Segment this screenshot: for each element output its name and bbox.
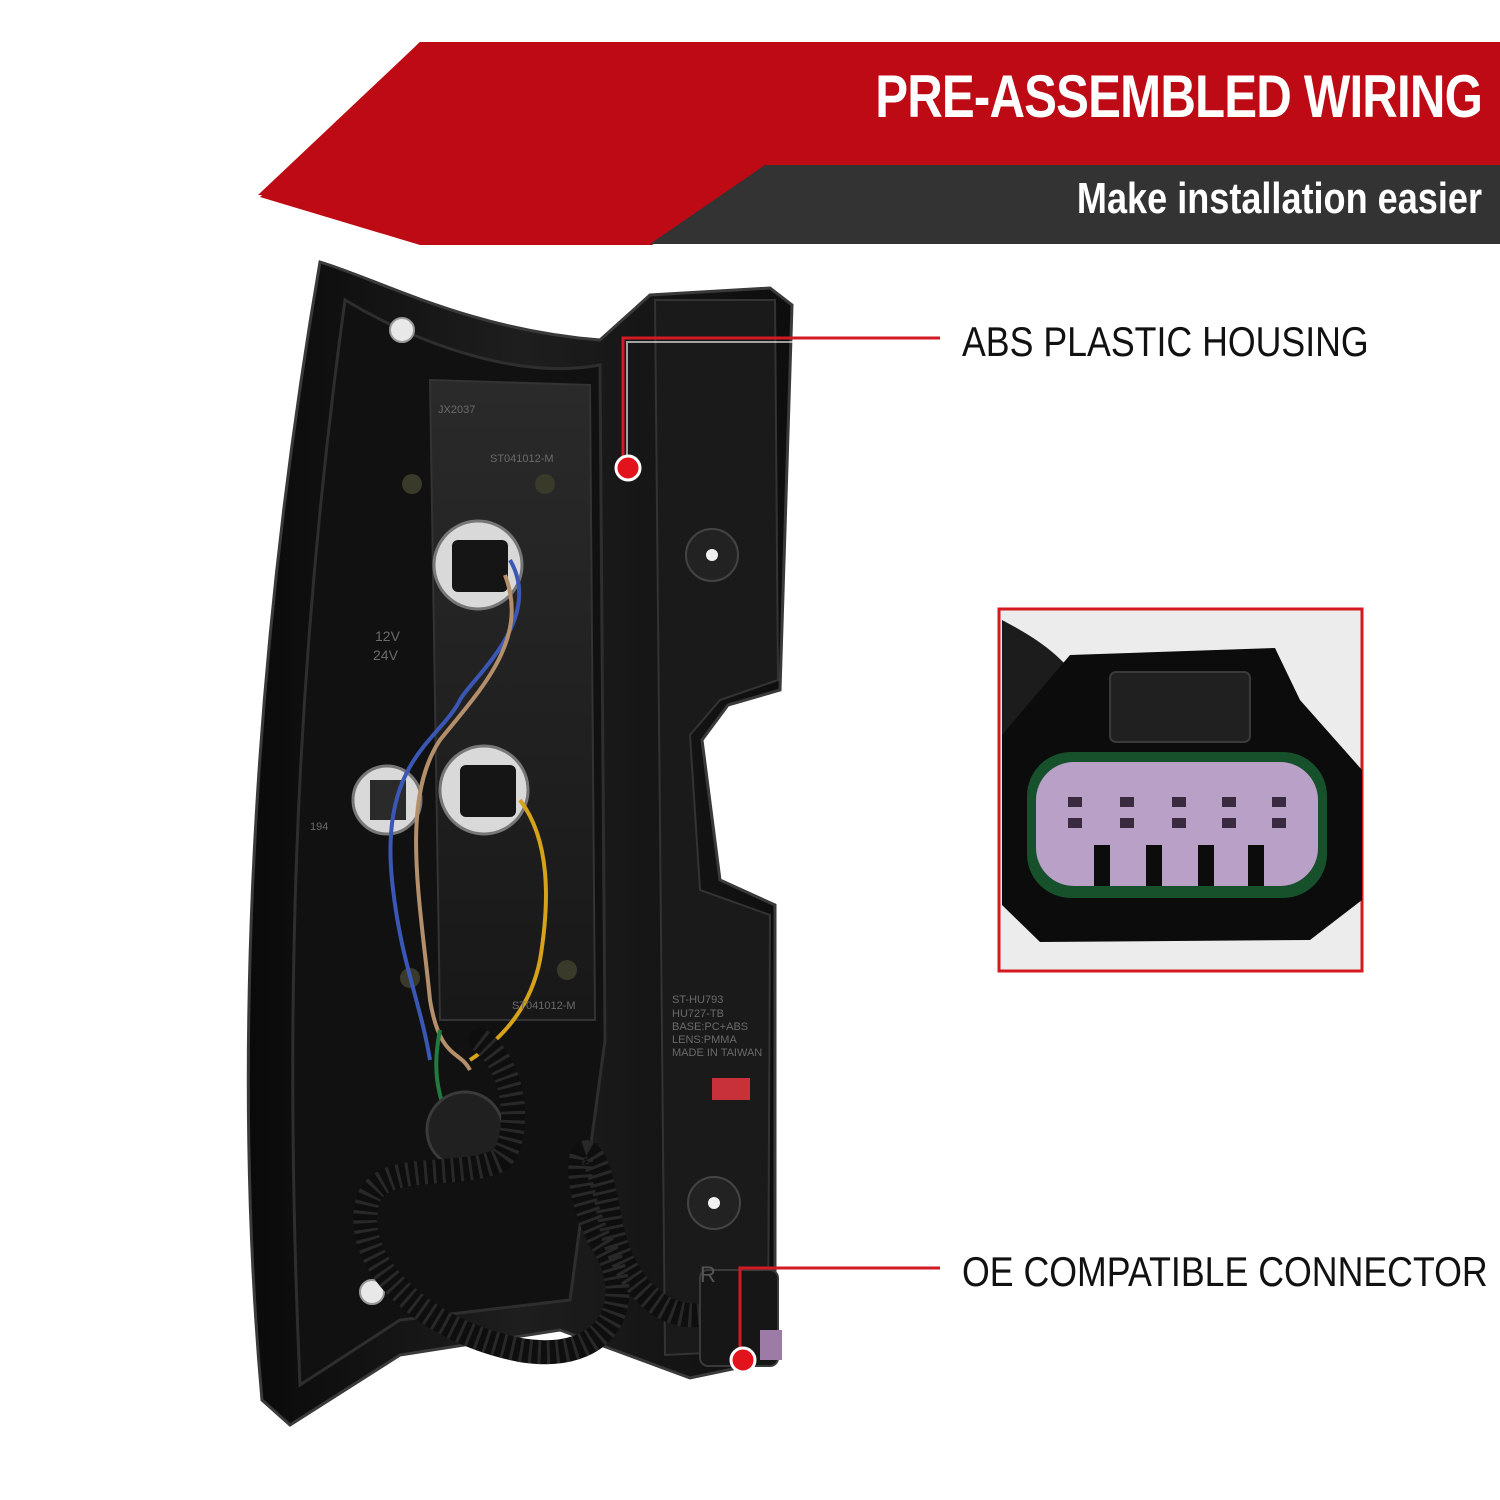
spec-line: BASE:PC+ABS xyxy=(672,1021,748,1033)
callout-line-housing xyxy=(621,336,940,462)
banner-subtitle: Make installation easier xyxy=(1076,174,1482,223)
wire-blue xyxy=(388,558,522,1061)
side-marking: R xyxy=(700,1262,716,1287)
wire-yellow xyxy=(468,798,548,1062)
bulb-194: 194 xyxy=(310,821,328,833)
mount-hole xyxy=(708,1197,720,1209)
spec-line: HU727-TB xyxy=(672,1008,724,1020)
callout-dot-connector xyxy=(729,1346,757,1374)
mounting-stud xyxy=(359,1279,385,1305)
voltage-24: 24V xyxy=(373,647,399,663)
inset-keys xyxy=(1094,845,1264,886)
bulb-connector xyxy=(460,765,516,817)
mount-hole xyxy=(706,549,718,561)
part-number-bottom: ST041012-M xyxy=(512,1000,576,1012)
spec-line: MADE IN TAIWAN xyxy=(672,1047,762,1059)
spec-line: LENS:PMMA xyxy=(672,1034,737,1046)
callout-line-housing-shadow xyxy=(626,341,940,462)
bulb-connector xyxy=(452,540,508,592)
wire-tan xyxy=(414,574,514,1071)
callout-dot-housing xyxy=(614,454,642,482)
screw xyxy=(535,474,555,494)
screw xyxy=(402,474,422,494)
mounting-stud xyxy=(389,317,415,343)
callout-housing-label: ABS PLASTIC HOUSING xyxy=(962,318,1369,365)
wire-harness xyxy=(353,1028,712,1365)
spec-line: ST-HU793 xyxy=(672,994,723,1006)
mold-code: JX2037 xyxy=(438,404,475,416)
voltage-12: 12V xyxy=(375,628,401,644)
inset-latch xyxy=(1109,671,1251,743)
banner-title: PRE-ASSEMBLED WIRING xyxy=(875,63,1483,130)
callout-connector-label: OE COMPATIBLE CONNECTOR xyxy=(962,1248,1488,1295)
harness-connector-latch xyxy=(760,1330,782,1360)
qc-sticker xyxy=(712,1078,750,1100)
callout-line-connector xyxy=(738,1266,940,1352)
inset-terminals xyxy=(1068,797,1286,828)
part-number-top: ST041012-M xyxy=(490,453,554,465)
screw xyxy=(557,960,577,980)
